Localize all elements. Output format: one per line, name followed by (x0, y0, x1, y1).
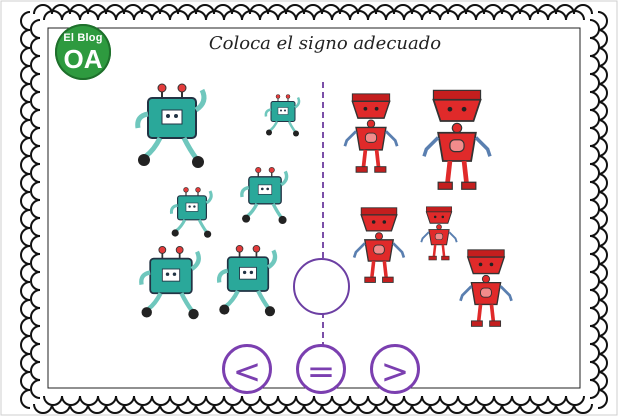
green-robot (212, 242, 284, 318)
answer-drop-slot[interactable] (293, 258, 350, 315)
red-robot (457, 248, 515, 330)
page-title: Coloca el signo adecuado (208, 33, 442, 54)
logo-main-text: OA (63, 44, 103, 74)
green-robot (168, 184, 216, 240)
red-robot (350, 206, 408, 286)
green-robot (134, 243, 208, 321)
center-divider (322, 82, 324, 348)
greater-than-button[interactable]: > (370, 344, 420, 394)
equals-button[interactable]: = (296, 344, 346, 394)
less-than-button[interactable]: < (222, 344, 272, 394)
logo-top-text: El Blog (63, 32, 103, 44)
red-robot (342, 92, 400, 176)
green-robot (238, 164, 292, 226)
green-robot (130, 80, 214, 170)
red-robot (420, 204, 458, 264)
green-robot (263, 88, 303, 142)
red-robot (418, 88, 496, 194)
blog-logo: El Blog OA (55, 24, 111, 80)
